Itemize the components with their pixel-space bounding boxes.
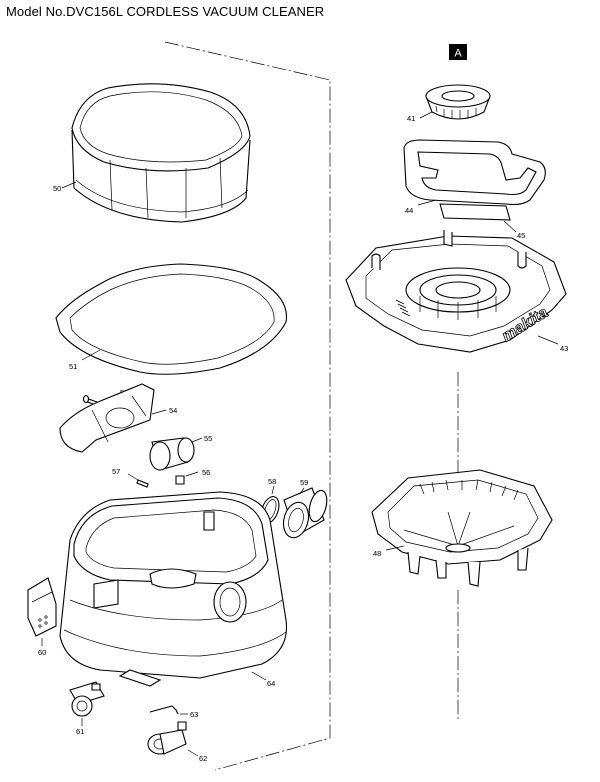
part-63-wire: 63 [149, 705, 198, 719]
part-48-filter-cage: 48 [371, 469, 553, 587]
part-61-caster: 61 [69, 681, 105, 736]
part-62-caster: 62 [147, 721, 207, 763]
view-tag-label: A [454, 48, 462, 60]
callout-54: 54 [169, 406, 177, 415]
part-54-baffle: 54 [59, 383, 177, 453]
callout-61: 61 [76, 727, 84, 736]
part-45-pad: 45 [439, 203, 525, 240]
callout-44: 44 [405, 206, 413, 215]
part-59-socket: 59 [282, 478, 328, 539]
callout-60: 60 [38, 648, 46, 657]
callout-50: 50 [53, 184, 61, 193]
part-55-inlet: 55 [149, 434, 212, 471]
part-60-latch: 60 [27, 577, 57, 657]
callout-57: 57 [112, 467, 120, 476]
callout-48: 48 [373, 549, 381, 558]
callout-43: 43 [560, 344, 568, 353]
part-43-top-housing: makita 43 [345, 230, 568, 353]
callout-55: 55 [204, 434, 212, 443]
callout-63: 63 [190, 710, 198, 719]
assembly-guide-lines [164, 41, 459, 771]
page-title: Model No.DVC156L CORDLESS VACUUM CLEANER [6, 4, 325, 19]
part-64-main-body: 64 [59, 491, 288, 688]
part-56-plug: 56 [175, 468, 210, 485]
part-44-frame: 44 [403, 139, 546, 215]
callout-58: 58 [268, 477, 276, 486]
part-57-screw: 57 [112, 467, 149, 488]
part-41-cap: 41 [407, 84, 491, 123]
callout-56: 56 [202, 468, 210, 477]
callout-45: 45 [517, 231, 525, 240]
part-50-tank: 50 [53, 83, 251, 223]
callout-64: 64 [267, 679, 275, 688]
callout-59: 59 [300, 478, 308, 487]
part-51-gasket: 51 [55, 263, 288, 375]
view-tag-a: A [449, 44, 467, 60]
callout-41: 41 [407, 114, 415, 123]
callout-62: 62 [199, 754, 207, 763]
callout-51: 51 [69, 362, 77, 371]
